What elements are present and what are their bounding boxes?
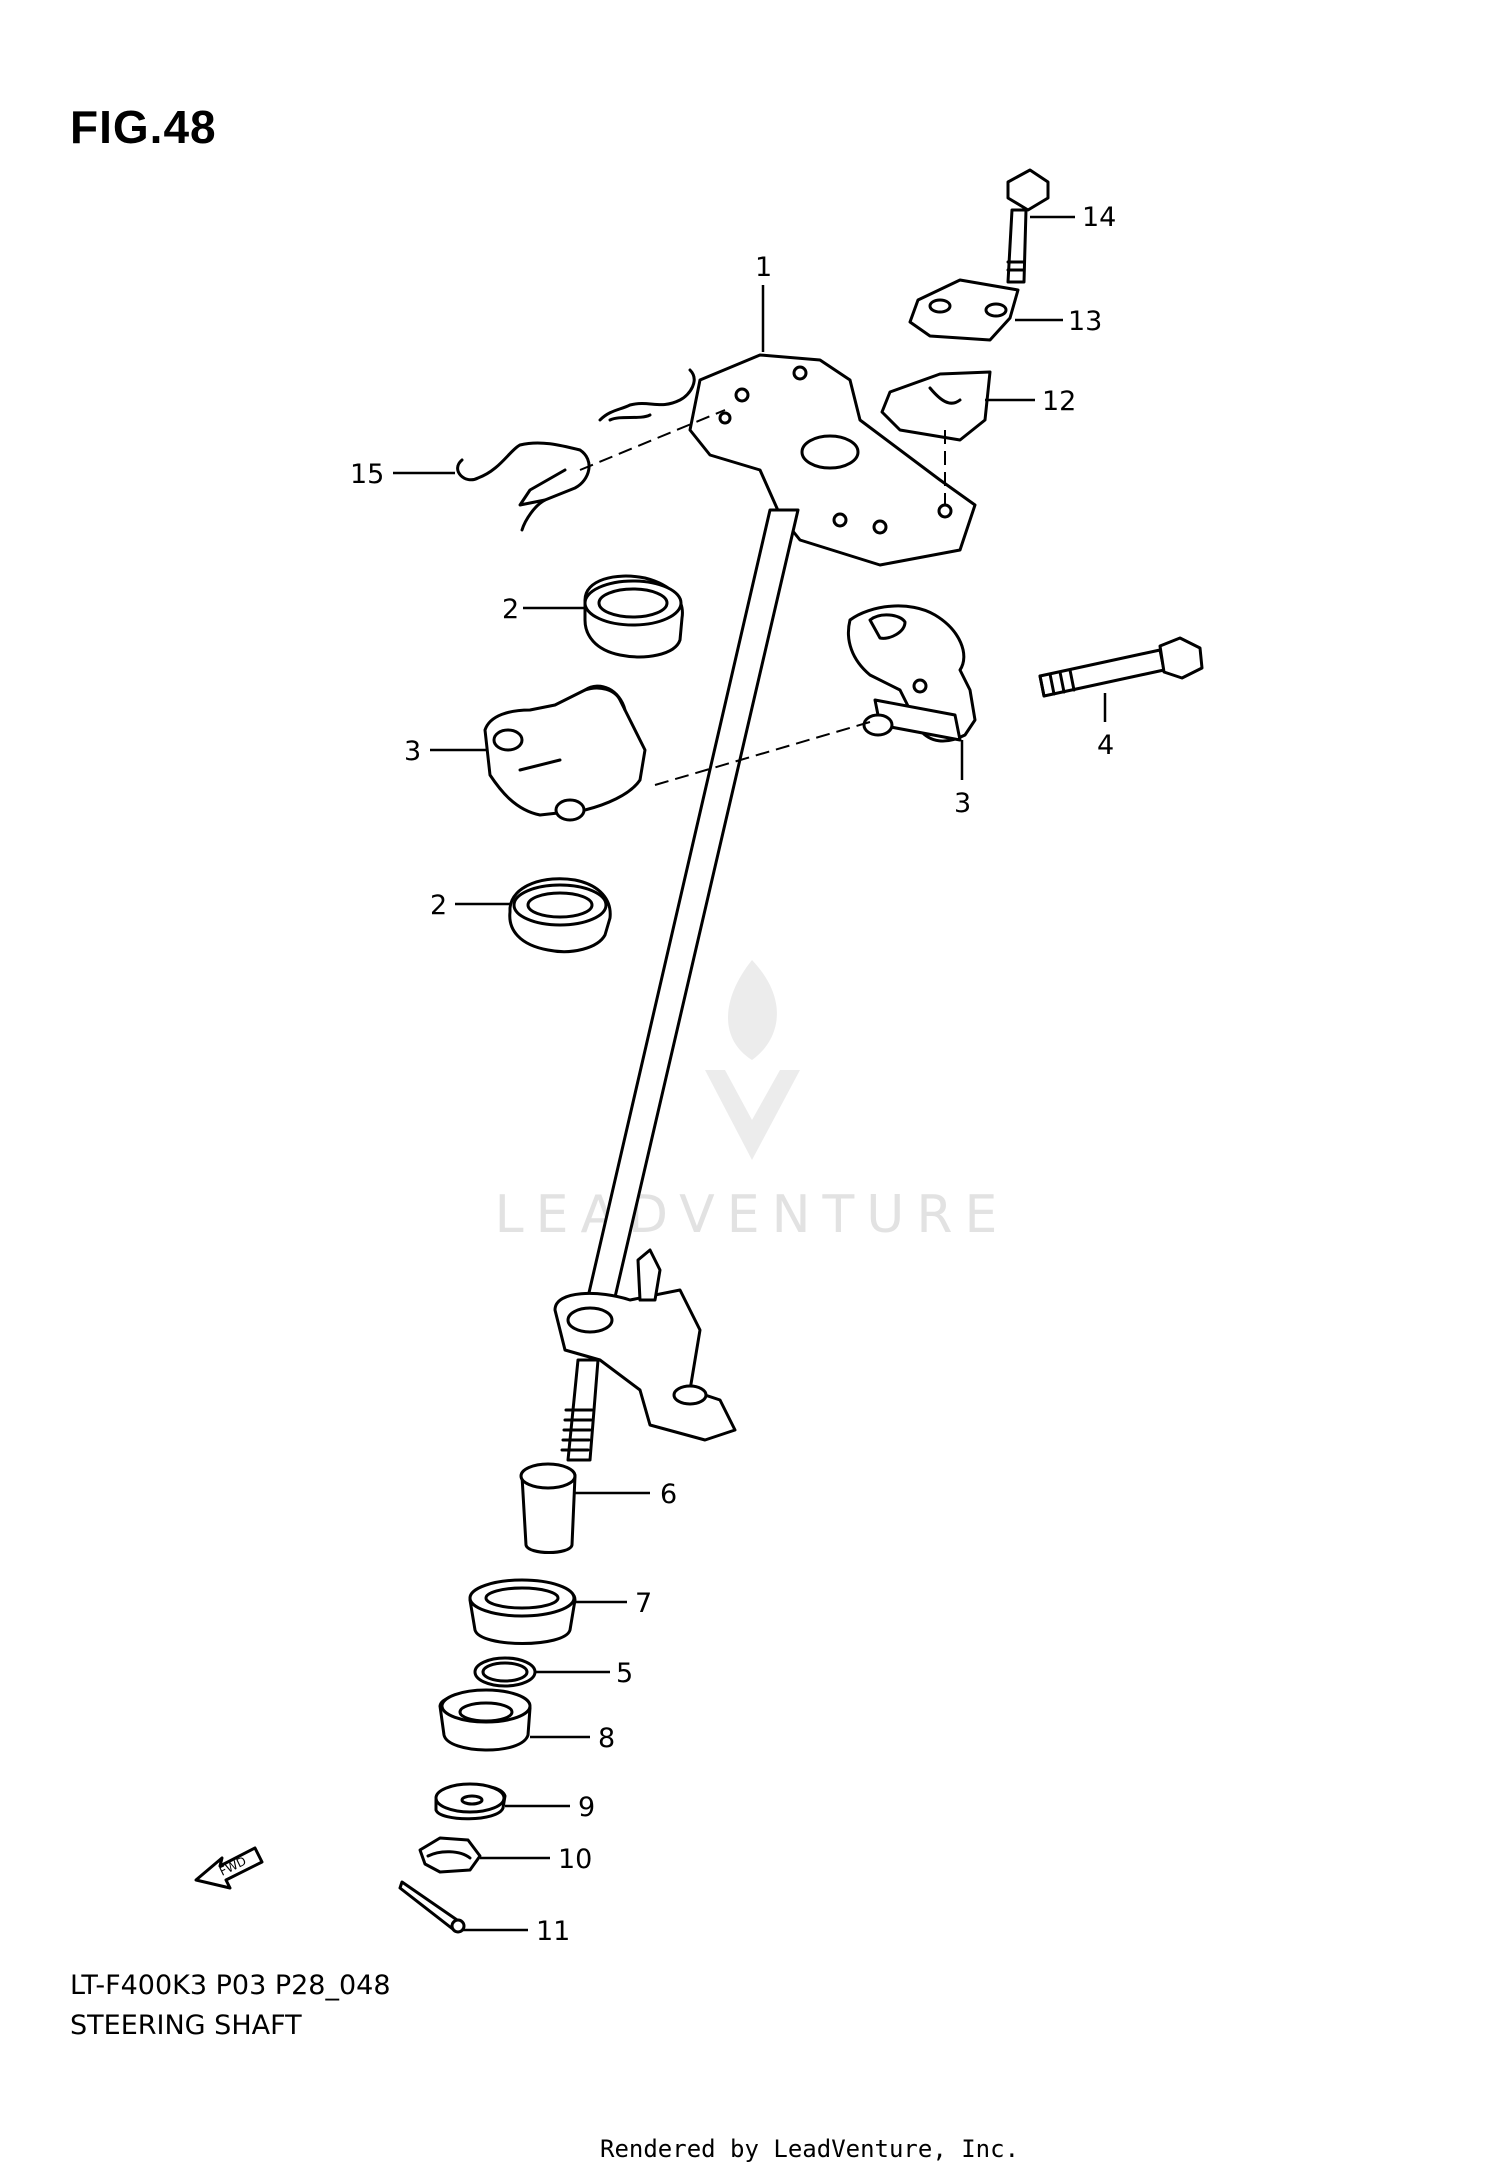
callout-14: 14: [1082, 202, 1116, 233]
watermark: LEADVENTURE: [495, 960, 1010, 1245]
fwd-arrow-icon: FWD: [194, 1846, 264, 1890]
alignment-line-bracket: [654, 721, 871, 786]
part-7-bearing: [468, 1578, 577, 1645]
callout-1: 1: [755, 252, 772, 283]
part-1-steering-shaft: [553, 353, 977, 1462]
callout-3-right: 3: [954, 788, 971, 819]
part-6-collar: [519, 1462, 577, 1554]
part-10-nut: [418, 1836, 482, 1874]
part-3-bracket-left: [483, 684, 647, 822]
part-4-bolt: [1038, 636, 1204, 698]
callouts: 14 1 13 12 15 2 3 4 3 2 6 7 5 8 9 10 11: [350, 202, 1116, 1947]
diagram-code: LT-F400K3 P03 P28_048: [70, 1970, 391, 2001]
part-11-cotter-pin: [398, 1880, 466, 1934]
callout-2-upper: 2: [502, 594, 519, 625]
callout-2-lower: 2: [430, 890, 447, 921]
part-14-bolt: [1006, 168, 1050, 284]
callout-10: 10: [558, 1844, 592, 1875]
diagram-name: STEERING SHAFT: [70, 2010, 302, 2041]
rendered-by-credit: Rendered by LeadVenture, Inc.: [600, 2135, 1020, 2163]
callout-11: 11: [536, 1916, 570, 1947]
callout-8: 8: [598, 1723, 615, 1754]
part-2-bushing-upper: [583, 574, 684, 659]
callout-5: 5: [616, 1658, 633, 1689]
part-3-bracket-right: [846, 604, 977, 743]
watermark-text: LEADVENTURE: [495, 1185, 1010, 1245]
part-12-clamp-bottom: [880, 370, 992, 442]
alignment-line-clip: [579, 409, 726, 471]
watermark-flame-icon: [728, 960, 777, 1060]
part-2-bushing-lower: [508, 877, 612, 954]
callout-3-left: 3: [404, 736, 421, 767]
callout-6: 6: [660, 1479, 677, 1510]
part-15-clip: [456, 368, 696, 532]
callout-12: 12: [1042, 386, 1076, 417]
callout-4: 4: [1097, 730, 1114, 761]
callout-13: 13: [1068, 306, 1102, 337]
figure-title: FIG.48: [70, 101, 217, 153]
callout-15: 15: [350, 459, 384, 490]
callout-7: 7: [635, 1588, 652, 1619]
part-8-bearing-cup: [438, 1688, 532, 1752]
leader-lines: [393, 215, 1107, 1932]
callout-9: 9: [578, 1792, 595, 1823]
part-5-o-ring: [473, 1656, 537, 1688]
watermark-v-icon: [705, 1070, 800, 1160]
part-9-washer: [434, 1782, 507, 1821]
part-13-clamp-top: [908, 278, 1020, 342]
